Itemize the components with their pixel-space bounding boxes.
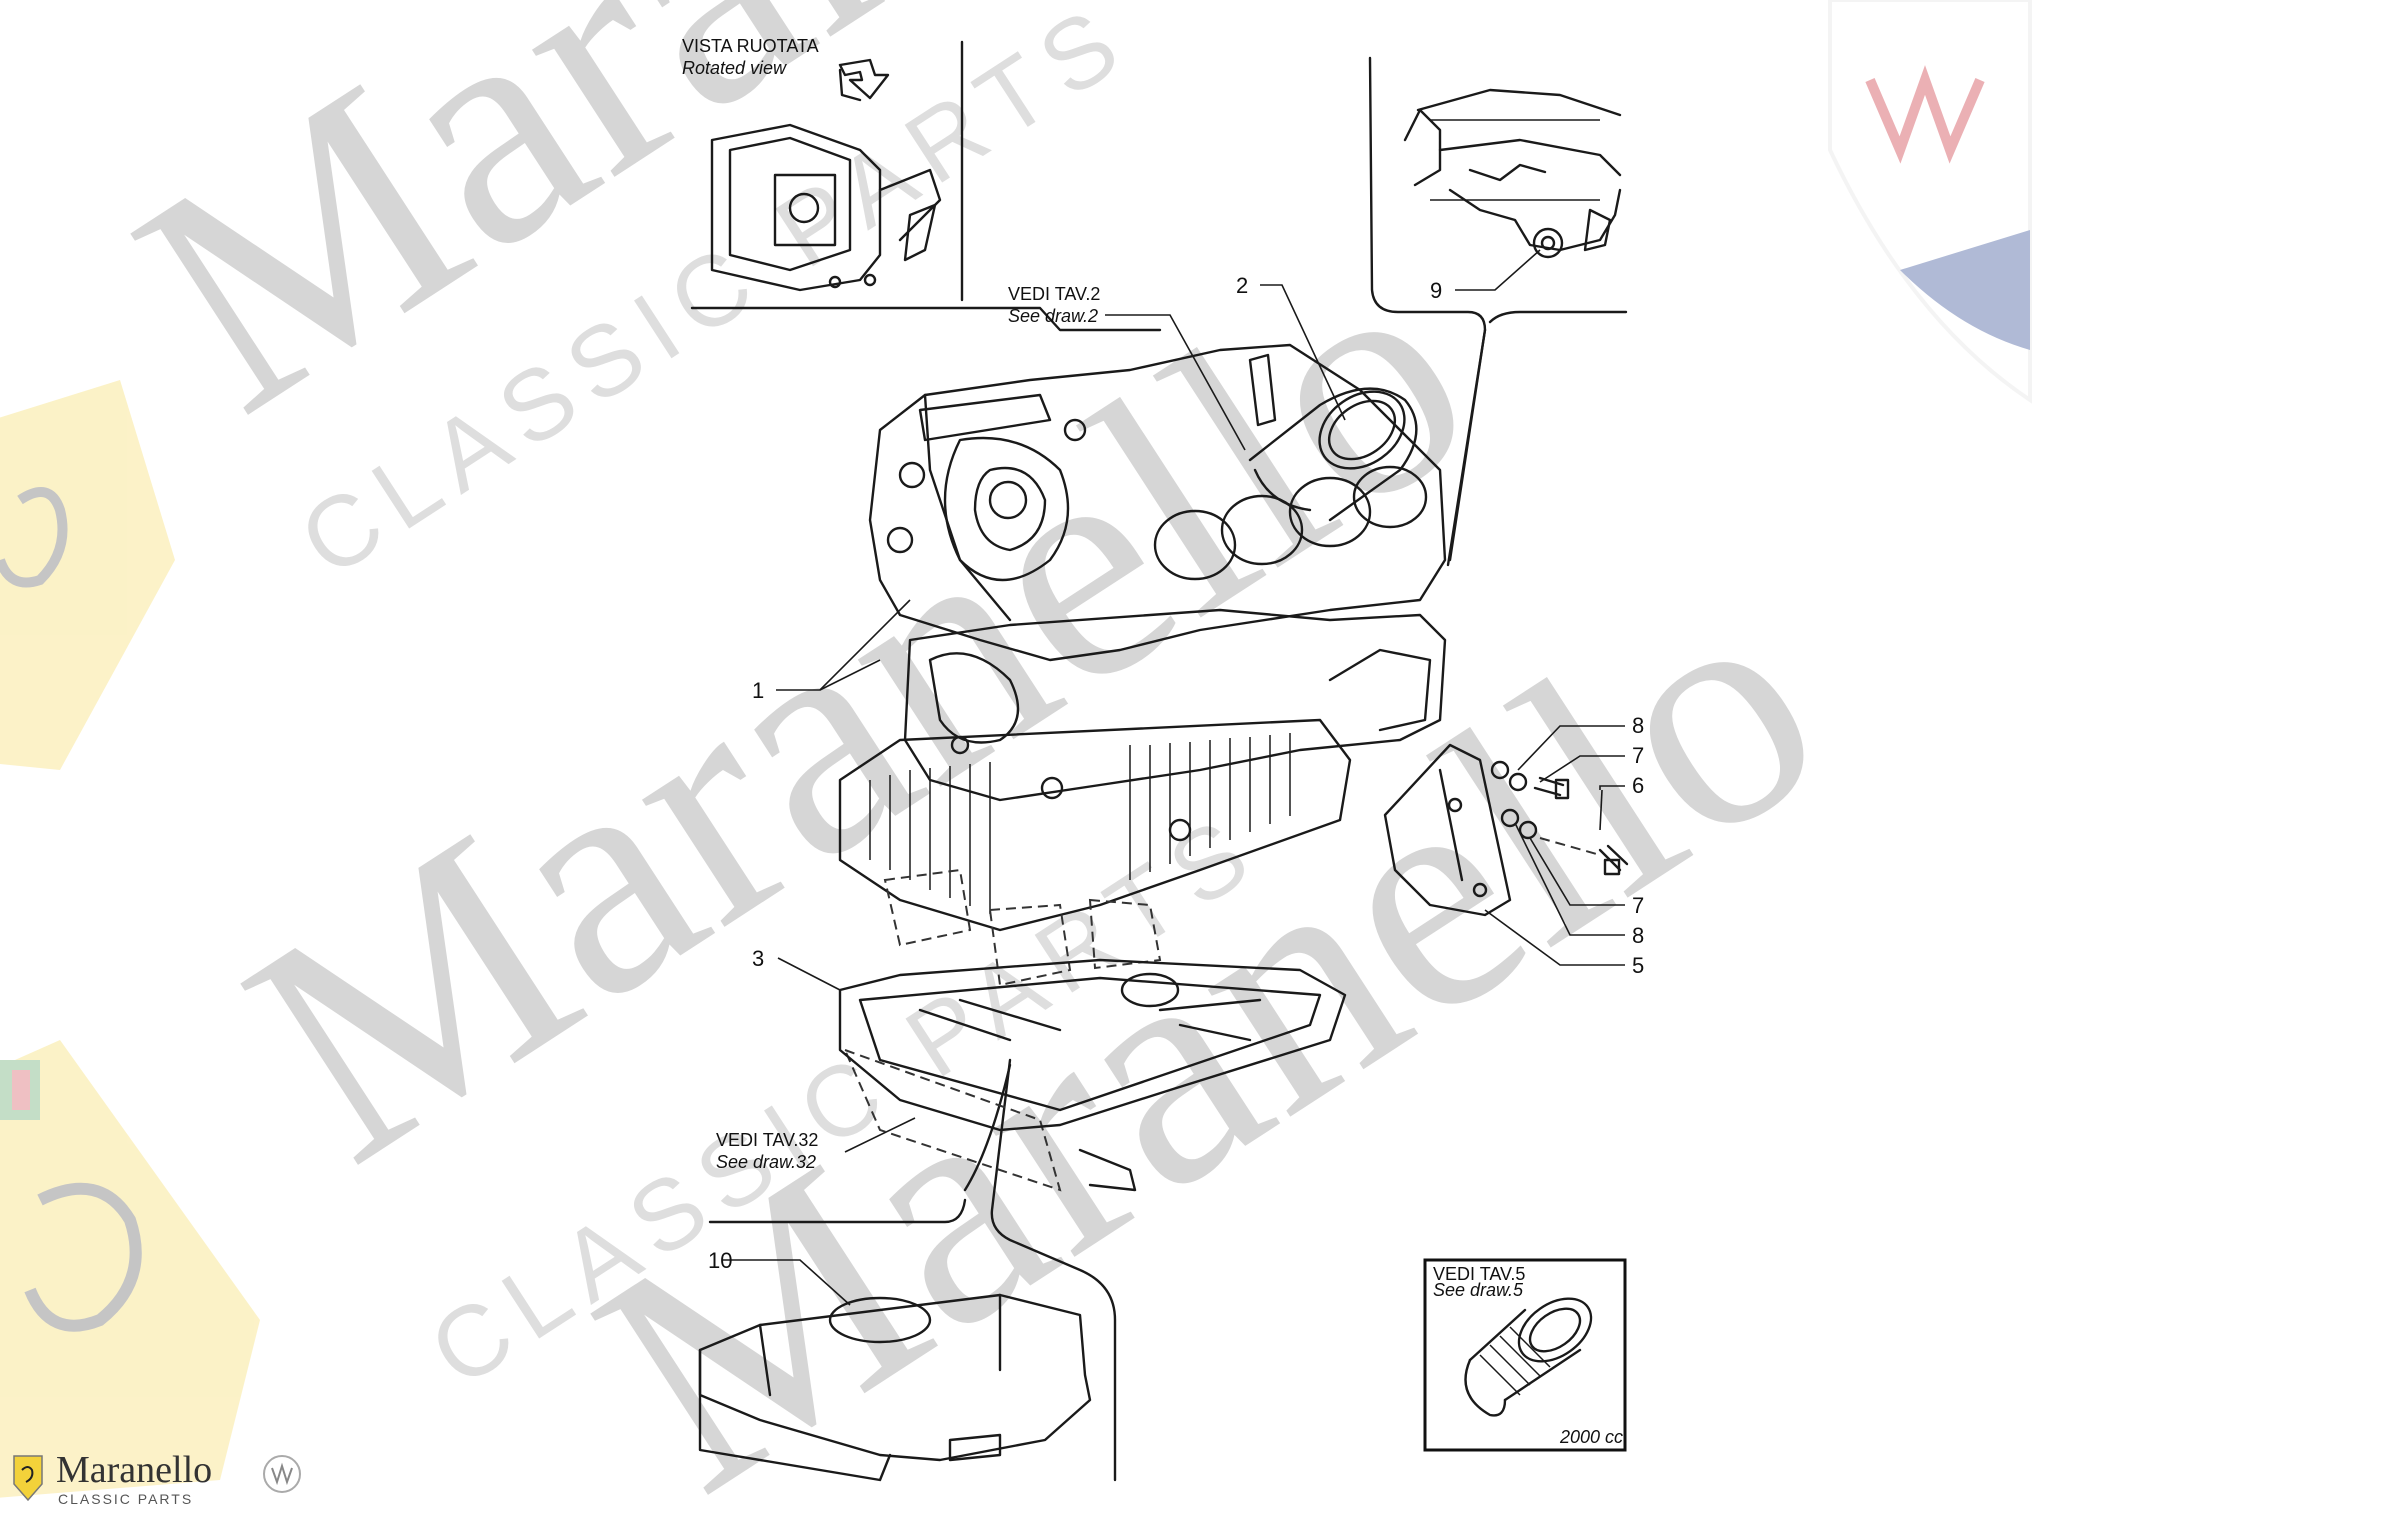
- leader-lines: [722, 249, 1625, 1306]
- maranello-logo: Maranello CLASSIC PARTS: [13, 1449, 301, 1507]
- draw5-inset: [1423, 1258, 1627, 1452]
- ferrari-shield-icon: [13, 1455, 43, 1502]
- reference-notes: VISTA RUOTATA Rotated view VEDI TAV.2 Se…: [682, 36, 1628, 1447]
- ferrari-shield-watermark-2: [0, 1040, 260, 1498]
- draw2-label-en: See draw.2: [1008, 306, 1098, 326]
- draw5-frame: [1423, 1258, 1627, 1452]
- callout-6: 6: [1632, 773, 1644, 798]
- callout-10: 10: [708, 1248, 732, 1273]
- oil-pan: [838, 868, 1347, 1192]
- callout-5: 5: [1632, 953, 1644, 978]
- maserati-badge-watermark: [1828, 0, 2032, 404]
- logo-tagline: CLASSIC PARTS: [58, 1491, 193, 1507]
- bracket-detail-inset: [1403, 88, 1622, 259]
- callout-labels: 1 2 3 5 6 7 7 8 8 9 10: [708, 273, 1644, 1273]
- maserati-badge-icon: [263, 1455, 301, 1493]
- callout-7-lower: 7: [1632, 893, 1644, 918]
- rotated-view-label-it: VISTA RUOTATA: [682, 36, 819, 56]
- ferrari-shield-watermark: [0, 380, 175, 770]
- panel-boundaries: [690, 40, 1628, 1482]
- draw5-label-it: VEDI TAV.5: [1433, 1264, 1525, 1284]
- rotated-view-label-en: Rotated view: [682, 58, 787, 78]
- callout-9: 9: [1430, 278, 1442, 303]
- callout-1: 1: [752, 678, 764, 703]
- callout-2: 2: [1236, 273, 1248, 298]
- callout-8-upper: 8: [1632, 713, 1644, 738]
- draw32-label-en: See draw.32: [716, 1152, 816, 1172]
- draw5-displacement-note: 2000 cc.: [1559, 1427, 1628, 1447]
- baffle-detail: [698, 1293, 1092, 1482]
- draw5-label-en: See draw.5: [1433, 1280, 1524, 1300]
- draw32-label-it: VEDI TAV.32: [716, 1130, 818, 1150]
- engine-mount-bracket: [1383, 743, 1629, 917]
- callout-8-lower: 8: [1632, 923, 1644, 948]
- draw2-label-it: VEDI TAV.2: [1008, 284, 1100, 304]
- callout-3: 3: [752, 946, 764, 971]
- watermark-layer: Maranello Maranello Maranello CLASSIC PA…: [0, 0, 2032, 1515]
- rotated-view-inset: [710, 58, 942, 292]
- callout-7-upper: 7: [1632, 743, 1644, 768]
- engine-block: [838, 343, 1447, 932]
- logo-wordmark: Maranello: [56, 1449, 212, 1491]
